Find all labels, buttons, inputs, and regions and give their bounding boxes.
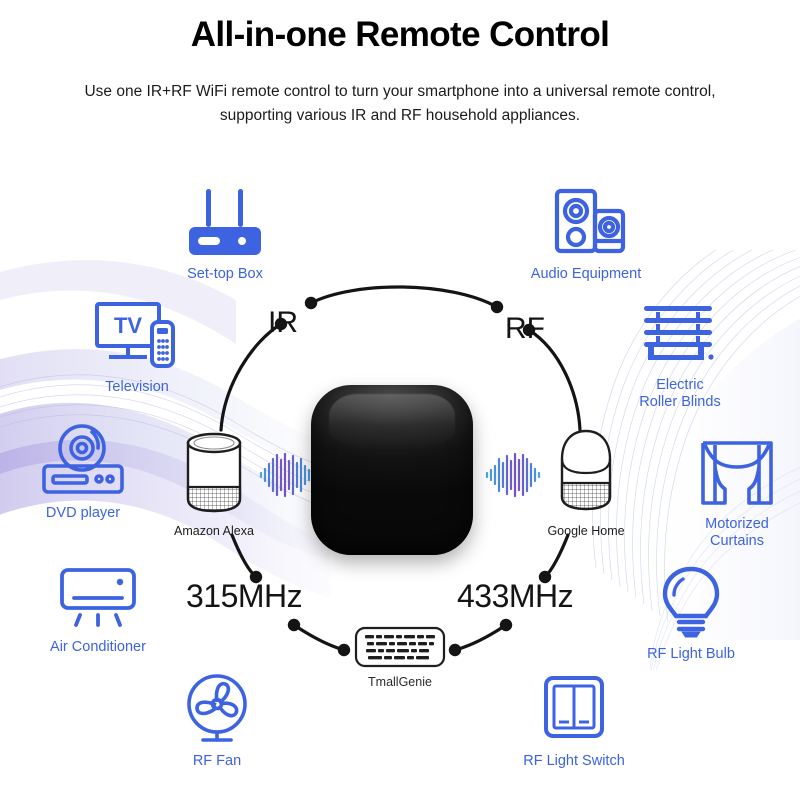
appliance-electric-roller-blinds[interactable]: Electric Roller Blinds [605,296,755,411]
page-subtitle: Use one IR+RF WiFi remote control to tur… [84,83,716,125]
page-title: All-in-one Remote Control [190,15,610,54]
appliance-label-audio-equipment: Audio Equipment [530,266,642,282]
appliance-dvd-player[interactable]: DVD player [8,424,158,522]
waveform-left-icon [259,452,315,498]
roller-blinds-icon [644,306,714,360]
appliance-label-air-conditioner: Air Conditioner [50,639,146,655]
appliance-label-television: Television [105,379,169,395]
set-top-box-icon [189,189,261,255]
assistant-tmall-genie[interactable]: TmallGenie [349,626,451,689]
appliance-rf-fan[interactable]: RF Fan [142,672,292,770]
assistant-label-tmall-genie: TmallGenie [368,675,432,689]
fan-icon [187,674,247,742]
light-switch-icon [544,676,604,738]
header: All-in-one Remote Control Use one IR+RF … [0,14,800,128]
appliance-label-set-top-box: Set-top Box [187,266,263,282]
central-hub-device[interactable] [311,385,473,555]
ring-label-rf: RF [505,312,545,345]
appliance-label-dvd-player: DVD player [45,505,121,521]
tv-screen-text: TV [114,313,142,338]
ring-label-ir: IR [268,306,298,339]
appliance-television[interactable]: TV Television [62,298,212,396]
light-bulb-icon [662,566,720,638]
assistant-label-google-home: Google Home [547,524,625,538]
curtains-icon [701,441,773,505]
appliance-label-motorized-curtains: Motorized Curtains [705,516,769,550]
television-icon: TV [95,302,175,368]
appliance-rf-light-switch[interactable]: RF Light Switch [499,672,649,770]
waveform-right-icon [485,452,541,498]
appliance-motorized-curtains[interactable]: Motorized Curtains [662,435,800,550]
hub-gloss-highlight [328,393,456,452]
assistant-amazon-alexa[interactable]: Amazon Alexa [164,425,264,538]
audio-speakers-icon [554,188,626,254]
ring-label-433mhz: 433MHz [457,578,574,614]
assistant-label-amazon-alexa: Amazon Alexa [174,524,254,538]
assistant-google-home[interactable]: Google Home [536,425,636,538]
appliance-set-top-box[interactable]: Set-top Box [150,185,300,283]
dvd-player-icon [42,424,124,494]
smart-speaker-cylinder-icon [186,432,242,513]
appliance-label-rf-light-switch: RF Light Switch [523,753,625,769]
appliance-label-electric-roller-blinds: Electric Roller Blinds [639,377,721,411]
ring-label-315mhz: 315MHz [186,578,303,614]
air-conditioner-icon [60,568,136,627]
tmall-genie-speaker-icon [354,626,446,668]
appliance-label-rf-light-bulb: RF Light Bulb [647,646,735,662]
appliance-air-conditioner[interactable]: Air Conditioner [23,558,173,656]
appliance-rf-light-bulb[interactable]: RF Light Bulb [616,565,766,663]
appliance-label-rf-fan: RF Fan [192,753,242,769]
smart-speaker-dome-icon [560,429,612,511]
appliance-audio-equipment[interactable]: Audio Equipment [511,185,661,283]
